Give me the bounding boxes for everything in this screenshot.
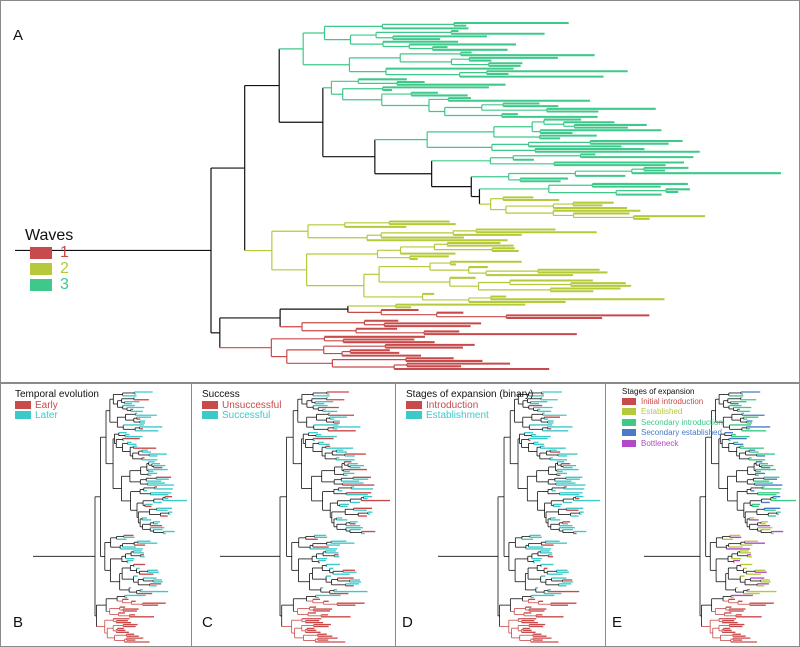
legend-swatch — [30, 247, 52, 259]
legend-title: Stages of expansion (binary) — [406, 389, 534, 400]
legend-item: Introduction — [406, 399, 533, 411]
legend-item: Establishment — [406, 409, 533, 421]
phylogenetic-tree-stages-binary — [438, 391, 600, 643]
legend-swatch — [406, 411, 422, 419]
legend-item: Secondary introduction — [622, 417, 723, 428]
legend-item-label: Secondary introduction — [641, 417, 723, 427]
legend-item-label: Unsuccessful — [222, 399, 282, 411]
legend-stages-binary: Stages of expansion (binary)Introduction… — [406, 389, 534, 421]
legend-item: Established — [622, 407, 723, 418]
panel-label: C — [202, 614, 213, 631]
legend-item-label: Introduction — [426, 399, 479, 411]
panel-label: B — [13, 614, 24, 631]
legend-swatch — [202, 401, 218, 409]
legend-item-label: Later — [35, 409, 58, 421]
phylogenetic-tree-success — [220, 391, 390, 643]
legend-title: Waves — [25, 227, 74, 244]
legend-title: Temporal evolution — [15, 389, 99, 400]
legend-item: 2 — [25, 260, 73, 277]
legend-swatch — [622, 418, 636, 426]
legend-item-label: Bottleneck — [641, 438, 679, 448]
panel-label: A — [13, 27, 24, 44]
legend-item-label: Successful — [222, 409, 271, 421]
legend-item: Early — [15, 399, 99, 411]
phylogenetic-tree-stages — [644, 391, 796, 643]
legend-item: Secondary established — [622, 428, 723, 439]
legend-swatch — [202, 411, 218, 419]
legend-item-label: Secondary established — [641, 428, 722, 438]
legend-item: Unsuccessful — [202, 399, 282, 411]
legend-item: 3 — [25, 276, 73, 293]
legend-item: Successful — [202, 409, 281, 421]
legend-swatch — [622, 397, 636, 405]
legend-item-label: Early — [35, 399, 58, 411]
legend-title: Stages of expansion — [622, 387, 695, 396]
phylogenetic-tree-temporal — [33, 391, 187, 643]
legend-swatch — [622, 439, 636, 447]
panel-label: E — [612, 614, 623, 631]
legend-item: Later — [15, 409, 99, 421]
legend-item: Bottleneck — [622, 438, 723, 449]
legend-item: 1 — [25, 244, 73, 261]
legend-item-label: 2 — [60, 260, 69, 277]
legend-swatch — [30, 263, 52, 275]
panel-label: D — [402, 614, 413, 631]
legend-swatch — [15, 401, 31, 409]
legend-item: Initial introduction — [622, 396, 723, 407]
legend-swatch — [406, 401, 422, 409]
panel-d: D Stages of expansion (binary)Introducti… — [395, 383, 606, 647]
legend-item-label: Establishment — [426, 409, 489, 421]
legend-swatch — [30, 279, 52, 291]
legend-swatch — [622, 429, 636, 437]
legend-item-label: Initial introduction — [641, 396, 704, 406]
legend-title: Success — [202, 389, 240, 400]
legend-item-label: 3 — [60, 276, 69, 293]
legend-item-label: 1 — [60, 244, 69, 261]
phylogenetic-tree-waves — [15, 21, 781, 371]
legend-swatch — [622, 408, 636, 416]
legend-swatch — [15, 411, 31, 419]
legend-item-label: Established — [641, 407, 683, 417]
